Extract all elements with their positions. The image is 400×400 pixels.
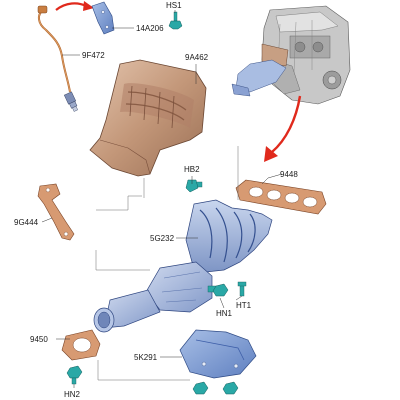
label-9450: 9450 <box>30 335 48 344</box>
bracket-fasteners <box>192 381 239 395</box>
label-14a206: 14A206 <box>136 24 164 33</box>
label-hb2: HB2 <box>184 165 200 174</box>
bracket-5k291 <box>179 329 257 379</box>
manifold-gasket-9448 <box>235 179 327 215</box>
leader-lines <box>41 10 283 388</box>
stud-hb2 <box>185 179 203 193</box>
stud-hs1 <box>168 11 183 30</box>
bracket-14a206 <box>91 1 115 35</box>
label-hn2: HN2 <box>64 390 81 399</box>
label-5g232: 5G232 <box>150 234 175 243</box>
exhaust-manifold-5g232 <box>93 199 273 333</box>
label-5k291: 5K291 <box>134 353 158 362</box>
nut-hn2 <box>66 365 83 385</box>
flange-gasket-9450 <box>61 329 101 361</box>
oxygen-sensor-9f472 <box>37 5 78 112</box>
callout-arrowhead-right <box>264 146 278 162</box>
label-9a462: 9A462 <box>185 53 209 62</box>
label-hs1: HS1 <box>166 1 182 10</box>
label-9448: 9448 <box>280 170 298 179</box>
label-9g444: 9G444 <box>14 218 39 227</box>
nut-hn1 <box>212 283 229 297</box>
label-hn1: HN1 <box>216 309 233 318</box>
gasket-9g444 <box>37 183 75 241</box>
heat-shield-9a462 <box>89 59 207 177</box>
callout-arrow-top <box>55 2 87 11</box>
label-9f472: 9F472 <box>82 51 105 60</box>
engine-assembly <box>231 5 351 105</box>
part-labels: HS1 14A206 9F472 9A462 HB2 9448 9G444 5G… <box>14 1 298 399</box>
callout-arrowhead-top <box>83 1 94 11</box>
callout-arrow-right <box>271 95 302 153</box>
stud-ht1 <box>237 281 247 297</box>
label-ht1: HT1 <box>236 301 252 310</box>
